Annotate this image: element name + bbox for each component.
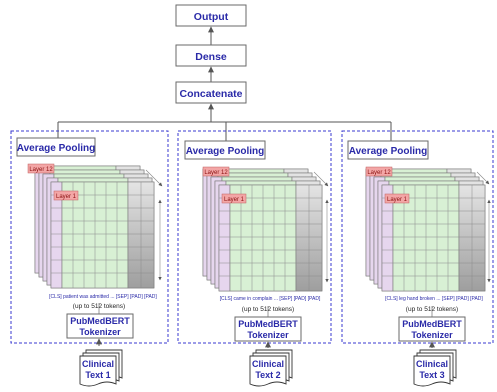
column-2-tokenizer-line1: PubMedBERT <box>238 319 298 329</box>
output-label: Output <box>194 11 229 23</box>
column-2-tokenizer-line2: Tokenizer <box>247 330 289 340</box>
column-2-tokenizer-box: PubMedBERT Tokenizer <box>234 316 302 342</box>
column-3-frame <box>341 130 494 344</box>
column-1-pooling-label: Average Pooling <box>17 143 96 154</box>
column-1-layer-12-tag: Layer 12 <box>27 163 55 174</box>
column-1-layer-1-tag: Layer 1 <box>53 190 79 201</box>
column-1-layer-stack <box>34 165 163 289</box>
column-2-layer-1-tag: Layer 1 <box>221 193 247 204</box>
column-3-tokenizer-box: PubMedBERT Tokenizer <box>398 316 466 342</box>
column-1-tokenizer-box: PubMedBERT Tokenizer <box>66 313 134 339</box>
column-2-layer-stack <box>202 168 329 292</box>
column-1-tokenizer-line2: Tokenizer <box>79 327 121 337</box>
column-2-pooling-box: Average Pooling <box>184 140 266 160</box>
column-2-pooling-label: Average Pooling <box>186 146 265 157</box>
column-1-layer-1-label: Layer 1 <box>56 194 77 200</box>
column-3-token-sequence: [CLS] leg hand broken ... [SEP] [PAD] [P… <box>385 296 483 302</box>
column-3-layer-12-tag: Layer 12 <box>365 166 393 177</box>
concatenate-label: Concatenate <box>179 88 242 100</box>
column-2-doc-line1: Clinical <box>252 359 284 369</box>
column-2-token-sequence: [CLS] came in complain ... [SEP] [PAD] [… <box>220 296 321 302</box>
column-1-doc-line2: Text 1 <box>85 370 110 380</box>
column-2-frame <box>177 130 332 344</box>
output-box: Output <box>175 4 247 27</box>
column-3-layer-stack <box>365 168 491 292</box>
column-1-tokenizer-line1: PubMedBERT <box>70 316 130 326</box>
pooling-connectors <box>57 103 392 141</box>
concatenate-box: Concatenate <box>175 81 247 104</box>
encoder-column-3: Average Pooling <box>341 130 494 387</box>
column-3-tokenizer-line1: PubMedBERT <box>402 319 462 329</box>
column-2-layer-12-tag: Layer 12 <box>202 166 230 177</box>
column-3-document-icon: Clinical Text 3 <box>413 349 457 387</box>
column-2-layer-12-label: Layer 12 <box>204 170 228 176</box>
column-1-doc-line1: Clinical <box>82 359 114 369</box>
column-1-layer-12-label: Layer 12 <box>29 167 53 173</box>
column-2-document-icon: Clinical Text 2 <box>249 349 293 387</box>
column-2-layer-1-label: Layer 1 <box>224 197 245 203</box>
dense-label: Dense <box>195 51 227 63</box>
column-3-pooling-box: Average Pooling <box>347 140 429 160</box>
column-1-document-icon: Clinical Text 1 <box>79 349 123 387</box>
column-3-doc-line1: Clinical <box>416 359 448 369</box>
encoder-column-1: Average Pooling <box>10 130 169 387</box>
dense-box: Dense <box>175 44 247 67</box>
column-3-layer-1-tag: Layer 1 <box>384 193 410 204</box>
column-1-pooling-box: Average Pooling <box>16 137 96 157</box>
encoder-column-2: Average Pooling <box>177 130 332 387</box>
column-3-doc-line2: Text 3 <box>419 370 444 380</box>
column-3-layer-1-label: Layer 1 <box>387 197 408 203</box>
column-3-tokenizer-line2: Tokenizer <box>411 330 453 340</box>
column-1-token-sequence: [CLS] patient was admitted ... [SEP] [PA… <box>49 294 157 300</box>
column-1-frame <box>10 130 169 344</box>
column-2-doc-line2: Text 2 <box>255 370 280 380</box>
column-3-layer-12-label: Layer 12 <box>367 170 391 176</box>
column-3-pooling-label: Average Pooling <box>349 146 428 157</box>
